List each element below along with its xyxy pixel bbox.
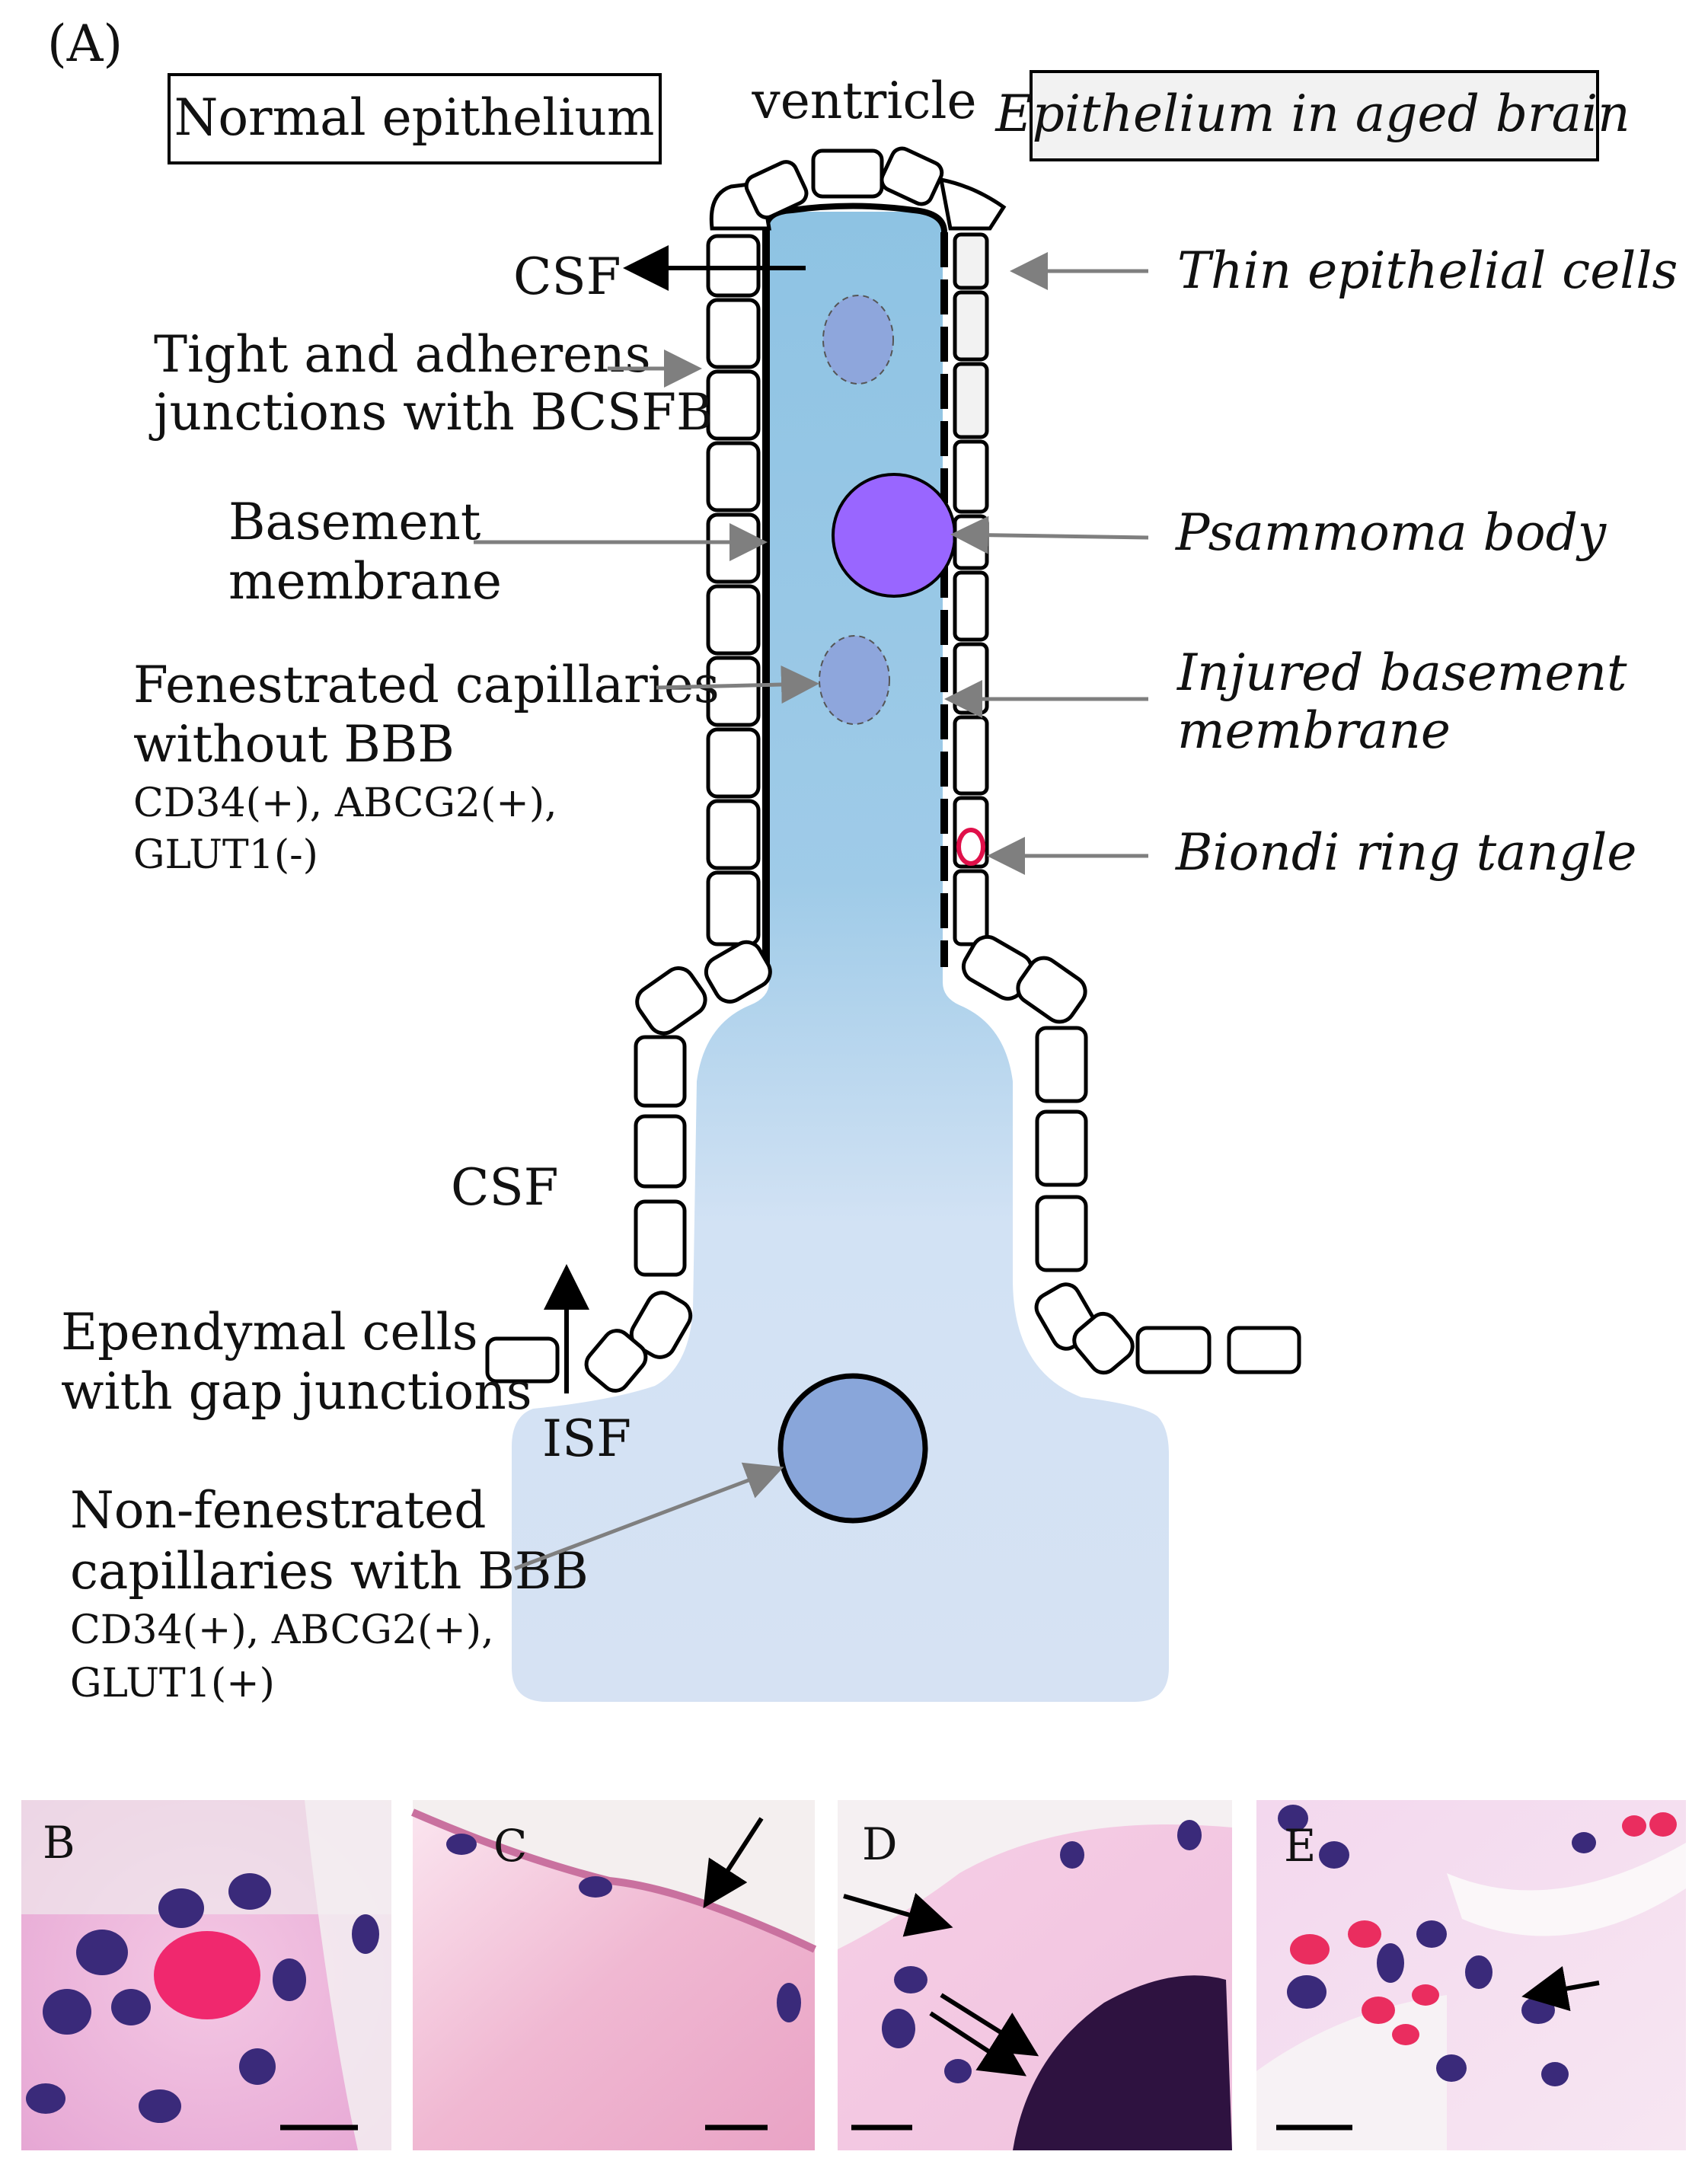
tight-junctions-label-2: junctions with BCSFB	[148, 383, 714, 442]
micrograph-b-letter: B	[43, 1817, 75, 1869]
nonfen-arrow	[514, 1462, 784, 1571]
nonfen-markers-2: GLUT1(+)	[70, 1661, 275, 1706]
psammoma-arrow	[950, 516, 1149, 554]
nonfen-label-1: Non-fenestrated	[70, 1481, 486, 1540]
biondi-ring-tangle	[956, 828, 985, 866]
fenestrated-capillary-top	[822, 295, 894, 385]
tight-junctions-label-1: Tight and adherens	[154, 325, 651, 384]
non-fenestrated-capillary	[777, 1373, 928, 1524]
injured-membrane-label-1: Injured basement	[1176, 643, 1627, 702]
basement-membrane-label-2: membrane	[228, 552, 502, 611]
csf-top-label: CSF	[513, 247, 621, 306]
micrograph-c-letter: C	[493, 1820, 527, 1872]
micrograph-d: D	[838, 1800, 1232, 2150]
csf-bottom-label: CSF	[451, 1158, 559, 1217]
injured-membrane-label-2: membrane	[1177, 701, 1451, 760]
fenestrated-capillary-lower	[819, 635, 890, 725]
ependymal-label-2: with gap junctions	[61, 1362, 532, 1421]
normal-epithelium-label: Normal epithelium	[174, 88, 655, 147]
fenestrated-markers-2: GLUT1(-)	[133, 832, 318, 878]
micrograph-e: E	[1256, 1800, 1686, 2150]
fenestrated-label-2: without BBB	[133, 715, 455, 774]
psammoma-body	[832, 473, 956, 598]
aged-epithelium-box	[1030, 70, 1599, 161]
ependymal-label-1: Ependymal cells	[61, 1303, 478, 1361]
nonfen-markers-1: CD34(+), ABCG2(+),	[70, 1607, 494, 1653]
aged-epithelium-label: Epithelium in aged brain	[994, 85, 1630, 143]
nonfen-label-2: capillaries with BBB	[70, 1542, 589, 1601]
fenestrated-label-1: Fenestrated capillaries	[133, 656, 720, 714]
psammoma-label: Psammoma body	[1175, 503, 1607, 562]
micrograph-e-letter: E	[1284, 1820, 1316, 1872]
biondi-label: Biondi ring tangle	[1175, 823, 1636, 882]
isf-label: ISF	[542, 1409, 631, 1468]
thin-cells-label: Thin epithelial cells	[1177, 241, 1678, 300]
basement-membrane-label-1: Basement	[228, 493, 480, 551]
micrograph-d-letter: D	[862, 1818, 898, 1870]
normal-epithelium-box	[168, 73, 662, 164]
micrograph-b: B	[21, 1800, 391, 2150]
choroid-stroma	[512, 212, 1169, 1702]
micrograph-c: C	[411, 1800, 817, 2150]
ventricle-label: ventricle	[751, 72, 976, 130]
fenestrated-arrow	[656, 665, 819, 704]
panel-a-letter: (A)	[47, 14, 123, 73]
fenestrated-markers-1: CD34(+), ABCG2(+),	[133, 780, 557, 826]
